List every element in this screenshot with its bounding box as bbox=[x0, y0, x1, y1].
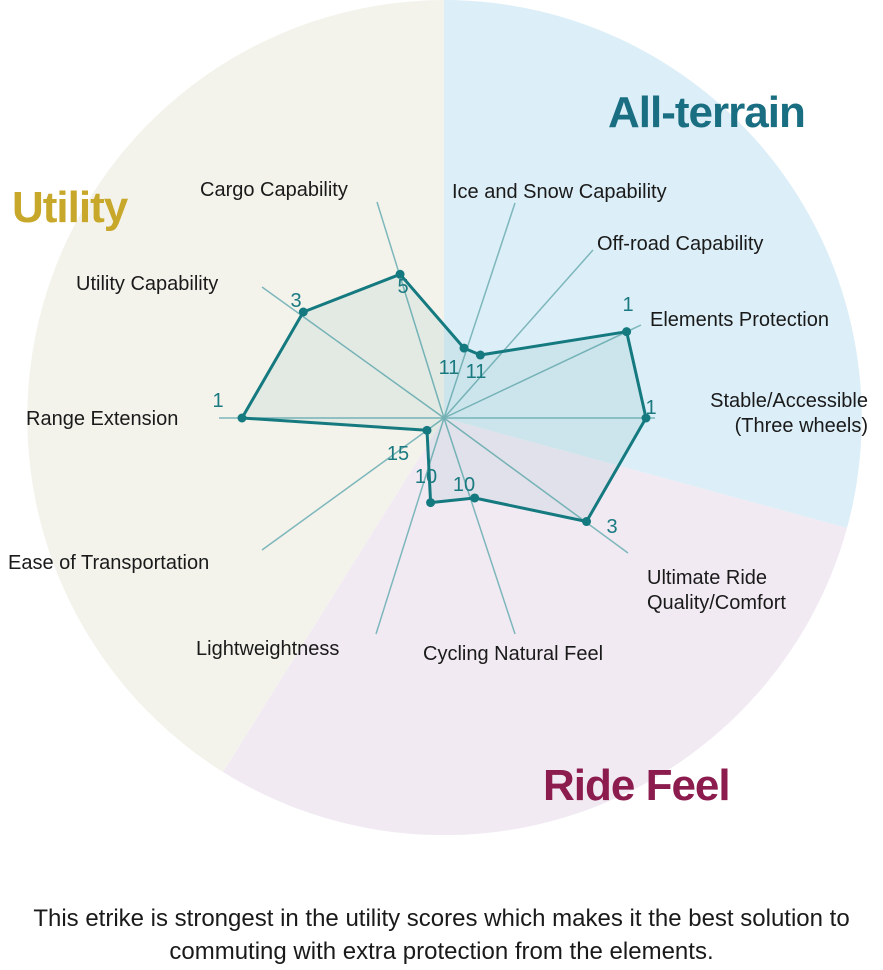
axis-spoke bbox=[443, 417, 516, 635]
value-label: 10 bbox=[453, 474, 475, 496]
data-point bbox=[582, 517, 592, 527]
data-points bbox=[237, 269, 651, 527]
value-label: 3 bbox=[290, 290, 301, 312]
category-label-ride-feel: Ride Feel bbox=[543, 761, 730, 810]
radar-chart: All-terrain Ride Feel Utility Ice and Sn… bbox=[8, 0, 868, 836]
value-label: 1 bbox=[212, 390, 223, 412]
data-point bbox=[470, 493, 480, 503]
axis-spoke bbox=[261, 417, 445, 551]
value-label: 11 bbox=[439, 357, 460, 379]
axis-label: Ease of Transportation bbox=[8, 552, 209, 574]
data-point bbox=[237, 413, 247, 423]
axis-spoke bbox=[443, 417, 629, 554]
axis-label: Off-road Capability bbox=[597, 233, 763, 255]
data-point bbox=[426, 498, 436, 508]
value-label: 1 bbox=[645, 397, 656, 419]
axis-spoke bbox=[261, 286, 445, 419]
data-point bbox=[622, 327, 632, 337]
category-label-all-terrain: All-terrain bbox=[608, 88, 805, 137]
axis-spoke bbox=[375, 417, 445, 635]
axis-label: Lightweightness bbox=[196, 638, 339, 660]
value-label: 15 bbox=[387, 443, 409, 465]
axis-spoke bbox=[443, 249, 594, 419]
axis-label: Cargo Capability bbox=[200, 179, 348, 201]
category-label-utility: Utility bbox=[12, 183, 129, 232]
axis-label: Ice and Snow Capability bbox=[452, 181, 667, 203]
data-point bbox=[475, 350, 485, 360]
data-point bbox=[422, 425, 432, 435]
value-label: 11 bbox=[466, 361, 487, 383]
data-point bbox=[459, 343, 469, 353]
data-point bbox=[395, 269, 405, 279]
chart-caption: This etrike is strongest in the utility … bbox=[33, 905, 850, 965]
data-point bbox=[641, 413, 651, 423]
axis-label: Utility Capability bbox=[76, 273, 218, 295]
data-area bbox=[240, 272, 648, 523]
axis-spoke bbox=[443, 324, 642, 419]
value-label: 3 bbox=[606, 516, 617, 538]
sector-utility bbox=[27, 0, 444, 772]
value-label: 10 bbox=[415, 466, 437, 488]
axis-label: Stable/Accessible(Three wheels) bbox=[710, 390, 868, 437]
data-point bbox=[298, 307, 308, 317]
axis-spoke bbox=[443, 202, 516, 419]
axis-label: Range Extension bbox=[26, 408, 178, 430]
axis-spoke bbox=[376, 201, 445, 419]
value-label: 5 bbox=[397, 276, 408, 298]
sector-ride-feel bbox=[223, 418, 847, 836]
sector-all-terrain bbox=[444, 0, 862, 528]
axis-label: Elements Protection bbox=[650, 309, 829, 331]
axis-label: Cycling Natural Feel bbox=[423, 643, 603, 665]
value-label: 1 bbox=[622, 294, 633, 316]
